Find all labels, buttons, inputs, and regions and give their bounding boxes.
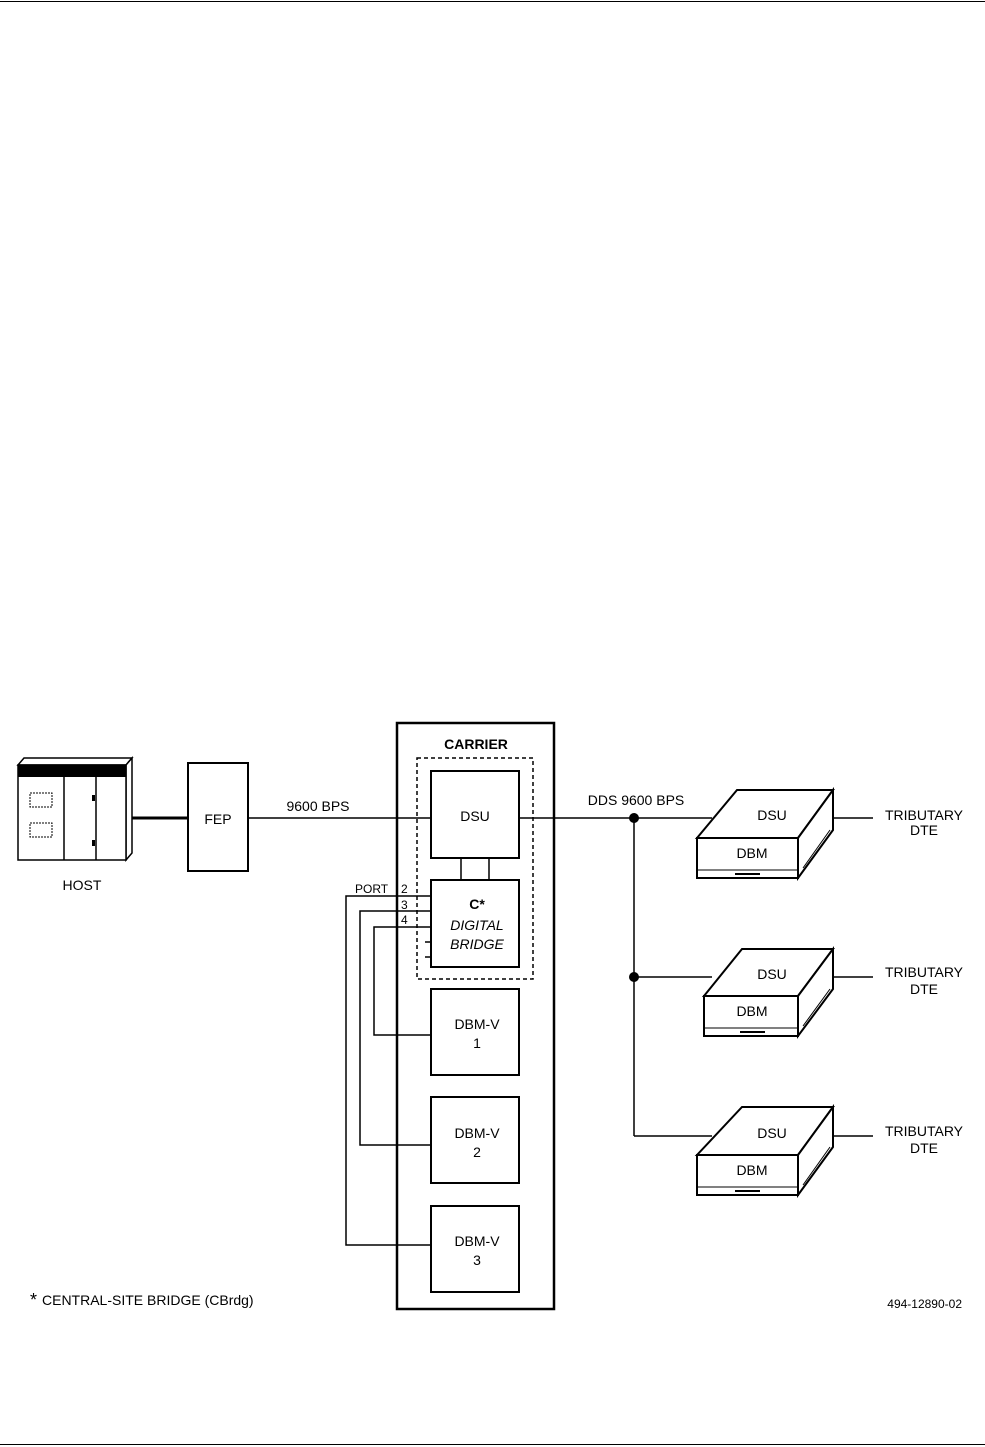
trib-1-bottom-label: DBM xyxy=(736,845,767,861)
footnote-text: CENTRAL-SITE BRIDGE (CBrdg) xyxy=(42,1292,254,1308)
tributary-modem-2 xyxy=(701,945,835,1040)
dbmv-1-num: 1 xyxy=(473,1035,481,1051)
fep-box xyxy=(187,762,249,872)
trib-2-bottom-label: DBM xyxy=(736,1003,767,1019)
dbmv-2-num: 2 xyxy=(473,1144,481,1160)
trib-3-bottom-label: DBM xyxy=(736,1162,767,1178)
port-4-wire xyxy=(373,926,431,1036)
port-number-4: 4 xyxy=(401,913,408,927)
dbmv-1-name: DBM-V xyxy=(454,1016,500,1032)
host-label: HOST xyxy=(63,877,102,893)
junction-dot-1 xyxy=(629,813,639,823)
dbmv-3-num: 3 xyxy=(473,1252,481,1268)
dbmv-2-name: DBM-V xyxy=(454,1125,500,1141)
trib-1-top-label: DSU xyxy=(757,807,787,823)
host-computer-icon xyxy=(16,755,134,863)
dbmv-3-name: DBM-V xyxy=(454,1233,500,1249)
dsu-bridge-connector xyxy=(460,857,490,881)
tributary-modem-1 xyxy=(694,786,835,882)
top-rule xyxy=(0,1,985,2)
trib-2-top-label: DSU xyxy=(757,966,787,982)
bridge-line1: DIGITAL xyxy=(450,917,503,933)
fep-label: FEP xyxy=(204,811,231,827)
link-left-label: 9600 BPS xyxy=(286,798,349,814)
carrier-dsu-box xyxy=(430,770,520,859)
carrier-dsu-label: DSU xyxy=(460,808,490,824)
port-label: PORT xyxy=(355,882,389,896)
port-2-wire xyxy=(345,895,431,1246)
bridge-marker: C* xyxy=(469,896,485,912)
dbmv-1-box xyxy=(430,988,520,1076)
trib-3-dte-line1: TRIBUTARY xyxy=(885,1123,964,1139)
trib-2-dte-line2: DTE xyxy=(910,981,938,997)
link-right-label: DDS 9600 BPS xyxy=(588,792,685,808)
carrier-title: CARRIER xyxy=(444,736,508,752)
central-site-bridge-outline xyxy=(416,757,534,980)
junction-dot-2 xyxy=(629,972,639,982)
port-number-2: 2 xyxy=(401,882,408,896)
port-3-wire xyxy=(359,910,431,1146)
dbmv-3-box xyxy=(430,1205,520,1293)
trib-2-dte-line1: TRIBUTARY xyxy=(885,964,964,980)
tributary-modem-3 xyxy=(694,1103,835,1199)
bottom-rule xyxy=(0,1444,985,1445)
figure-id: 494-12890-02 xyxy=(887,1297,962,1311)
trib-3-top-label: DSU xyxy=(757,1125,787,1141)
bridge-line2: BRIDGE xyxy=(450,936,504,952)
digital-bridge-box xyxy=(430,879,520,968)
trib-3-dte-line2: DTE xyxy=(910,1140,938,1156)
footnote-star: * xyxy=(30,1290,37,1310)
dbmv-2-box xyxy=(430,1096,520,1184)
port-number-3: 3 xyxy=(401,898,408,912)
trib-1-dte-line1: TRIBUTARY xyxy=(885,807,964,823)
carrier-enclosure xyxy=(395,721,556,1311)
trib-1-dte-line2: DTE xyxy=(910,822,938,838)
